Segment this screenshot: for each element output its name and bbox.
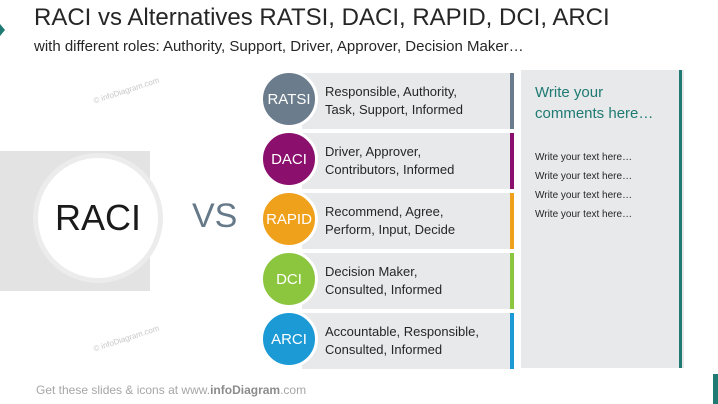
alternative-color-bar bbox=[510, 313, 514, 369]
watermark-bottom: © infoDiagram.com bbox=[92, 323, 161, 354]
alternative-color-bar bbox=[510, 253, 514, 309]
alternative-row-daci: Driver, Approver, Contributors, Informed bbox=[302, 133, 514, 189]
badge-arci: ARCI bbox=[260, 310, 318, 368]
page-subtitle: with different roles: Authority, Support… bbox=[34, 38, 524, 55]
page-title: RACI vs Alternatives RATSI, DACI, RAPID,… bbox=[34, 4, 610, 31]
comment-text-item[interactable]: Write your text here… bbox=[535, 190, 633, 201]
alternative-color-bar bbox=[510, 73, 514, 129]
badge-ratsi: RATSI bbox=[260, 70, 318, 128]
comments-list: Write your text here… Write your text he… bbox=[535, 148, 632, 224]
alternative-description: Recommend, Agree, Perform, Input, Decide bbox=[325, 204, 456, 237]
raci-circle: RACI bbox=[33, 153, 163, 283]
alternative-description: Driver, Approver, Contributors, Informed bbox=[325, 144, 455, 177]
alternative-row-arci: Accountable, Responsible, Consulted, Inf… bbox=[302, 313, 514, 369]
badge-dci: DCI bbox=[260, 250, 318, 308]
footer-brand-link[interactable]: infoDiagram bbox=[210, 383, 281, 397]
alternative-description: Decision Maker, Consulted, Informed bbox=[325, 264, 443, 297]
comment-text-item[interactable]: Write your text here… bbox=[535, 171, 633, 182]
alternative-description: Accountable, Responsible, Consulted, Inf… bbox=[325, 324, 479, 357]
title-accent-marker bbox=[0, 24, 5, 36]
alternative-row-dci: Decision Maker, Consulted, Informed bbox=[302, 253, 514, 309]
alternative-row-rapid: Recommend, Agree, Perform, Input, Decide bbox=[302, 193, 514, 249]
comments-panel: Write your comments here… Write your tex… bbox=[521, 70, 684, 368]
alternative-row-ratsi: Responsible, Authority, Task, Support, I… bbox=[302, 73, 514, 129]
badge-rapid: RAPID bbox=[260, 190, 318, 248]
watermark-top: © infoDiagram.com bbox=[92, 75, 161, 106]
vs-label: VS bbox=[192, 197, 238, 235]
alternative-color-bar bbox=[510, 193, 514, 249]
alternative-color-bar bbox=[510, 133, 514, 189]
badge-daci: DACI bbox=[260, 130, 318, 188]
comments-accent-bar bbox=[679, 70, 682, 368]
footer-credit: Get these slides & icons at www.infoDiag… bbox=[36, 383, 307, 397]
alternative-description: Responsible, Authority, Task, Support, I… bbox=[325, 84, 464, 117]
comment-text-item[interactable]: Write your text here… bbox=[535, 209, 633, 220]
corner-accent-bar bbox=[713, 374, 718, 404]
comment-text-item[interactable]: Write your text here… bbox=[535, 152, 633, 163]
comments-heading[interactable]: Write your comments here… bbox=[535, 84, 654, 122]
